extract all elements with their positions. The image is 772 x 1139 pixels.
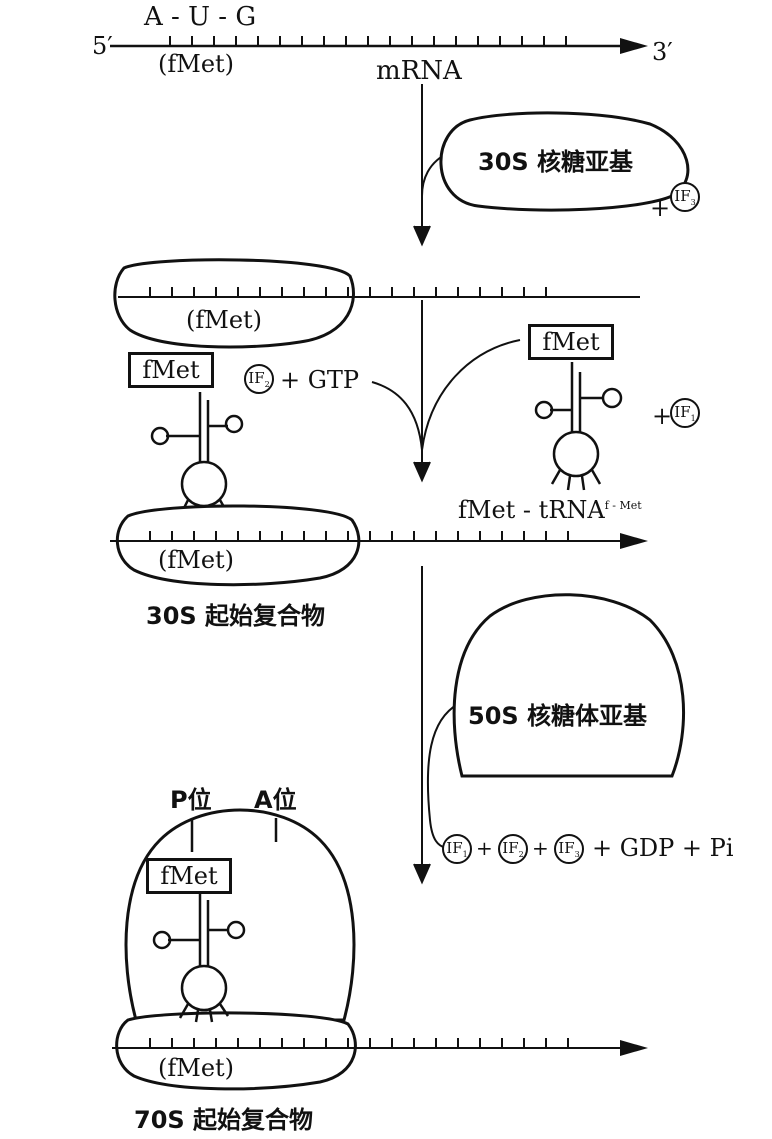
- flow-arrows: [371, 84, 521, 885]
- release-if1-text: IF: [446, 839, 463, 857]
- release-if3-icon: IF3: [554, 834, 584, 864]
- fmet-codon-top: (fMet): [158, 50, 235, 78]
- release-if2-icon: IF2: [498, 834, 528, 864]
- release-if2-sub: 2: [518, 850, 524, 859]
- fmet-codon-mid: (fMet): [186, 306, 263, 334]
- if1-sub: 1: [690, 414, 696, 423]
- if1-icon: IF1: [670, 398, 700, 428]
- release-if3-sub: 3: [574, 850, 580, 859]
- five-prime-label: 5′: [92, 32, 113, 60]
- fmet-trna-sup: f - Met: [604, 499, 642, 512]
- if3-sub: 3: [690, 198, 696, 207]
- if3-icon: IF3: [670, 182, 700, 212]
- codon-aug: A - U - G: [144, 2, 257, 32]
- release-plus-2: +: [532, 836, 549, 860]
- if2-sub: 2: [264, 380, 270, 389]
- trna-left: [150, 392, 244, 521]
- gtp-label: + GTP: [280, 366, 360, 394]
- subunit-50s: [452, 593, 685, 778]
- subunit-30s-free: [439, 111, 690, 212]
- if2-text: IF: [248, 369, 265, 387]
- three-prime-label: 3′: [652, 38, 673, 66]
- fmet-box-left: fMet: [128, 352, 214, 388]
- complex-30s-label: 30S 起始复合物: [146, 602, 326, 630]
- mrna-strand-top: [110, 36, 648, 54]
- fmet-codon-30s: (fMet): [158, 546, 235, 574]
- if2-icon: IF2: [244, 364, 274, 394]
- p-site-text: P位: [170, 786, 212, 814]
- trna-70s: [152, 890, 246, 1023]
- fmet-trna-label: fMet - tRNAf - Met: [458, 498, 642, 522]
- mrna-30s-bound: [113, 258, 640, 349]
- release-if1-sub: 1: [462, 850, 468, 859]
- p-site-label: P位: [170, 788, 212, 812]
- subunit-50s-label: 50S 核糖体亚基: [468, 702, 648, 730]
- release-if3-text: IF: [558, 839, 575, 857]
- trna-right: [534, 362, 623, 491]
- mrna-30s-complex: [110, 504, 648, 587]
- a-site-label: A位: [254, 788, 297, 812]
- complex-70s-drawing: [112, 808, 648, 1091]
- release-gdp-pi: + GDP + Pi: [592, 834, 734, 862]
- fmet-box-70s: fMet: [146, 858, 232, 894]
- subunit-30s-label: 30S 核糖亚基: [478, 150, 633, 174]
- fmet-codon-70s: (fMet): [158, 1054, 235, 1082]
- if1-text: IF: [674, 403, 691, 421]
- release-if1-icon: IF1: [442, 834, 472, 864]
- a-site-text: A位: [254, 786, 297, 814]
- mrna-label: mRNA: [376, 56, 462, 86]
- subunit-30s-label-text: 30S 核糖亚基: [478, 148, 634, 176]
- if3-text: IF: [674, 187, 691, 205]
- complex-70s-label: 70S 起始复合物: [134, 1106, 314, 1134]
- plus-sign-if1: +: [652, 402, 673, 430]
- release-if2-text: IF: [502, 839, 519, 857]
- plus-sign: +: [650, 194, 671, 222]
- release-plus-1: +: [476, 836, 493, 860]
- fmet-box-right: fMet: [528, 324, 614, 360]
- fmet-trna-text: fMet - tRNA: [458, 496, 605, 524]
